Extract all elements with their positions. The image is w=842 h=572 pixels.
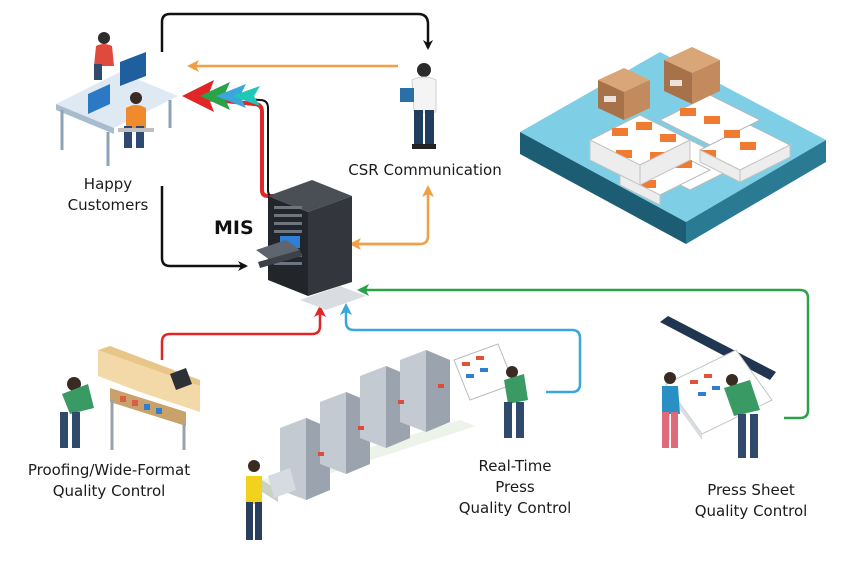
- customers-desk-icon: [56, 32, 178, 166]
- flow-mis-to-customers-red: [193, 92, 276, 198]
- label-press-sheet-line2: Quality Control: [694, 502, 808, 520]
- label-csr-text: CSR Communication: [348, 161, 502, 179]
- multi-color-arrow-icon: [182, 80, 260, 112]
- label-happy-customers-line2: Customers: [67, 196, 149, 214]
- label-realtime-press: Real-Time Press Quality Control: [440, 456, 590, 519]
- press-sheet-station-icon: [660, 316, 776, 458]
- flow-press-sheet-to-mis: [357, 284, 810, 420]
- flow-press-to-mis: [340, 303, 582, 394]
- mis-server-icon: [256, 180, 366, 310]
- label-mis: MIS: [214, 217, 254, 239]
- label-realtime-line3: Quality Control: [458, 499, 572, 517]
- flow-proofing-to-mis: [160, 305, 326, 360]
- label-proofing-line1: Proofing/Wide-Format: [27, 461, 191, 479]
- label-press-sheet: Press Sheet Quality Control: [676, 480, 826, 522]
- label-happy-customers: Happy Customers: [48, 174, 168, 216]
- flow-mis-csr: [352, 185, 434, 246]
- proofing-printer-icon: [60, 346, 200, 450]
- press-line-icon: [246, 343, 528, 540]
- label-proofing-line2: Quality Control: [52, 482, 166, 500]
- label-realtime-line1: Real-Time: [478, 457, 552, 475]
- label-happy-customers-line1: Happy: [83, 175, 133, 193]
- flow-customers-to-csr: [160, 12, 433, 52]
- label-csr-communication: CSR Communication: [330, 160, 520, 181]
- csr-person-icon: [400, 63, 437, 149]
- label-press-sheet-line1: Press Sheet: [707, 481, 795, 499]
- label-proofing: Proofing/Wide-Format Quality Control: [4, 460, 214, 502]
- flow-customers-to-mis: [160, 186, 248, 271]
- warehouse-pallets-icon: [520, 47, 826, 244]
- label-realtime-line2: Press: [495, 478, 535, 496]
